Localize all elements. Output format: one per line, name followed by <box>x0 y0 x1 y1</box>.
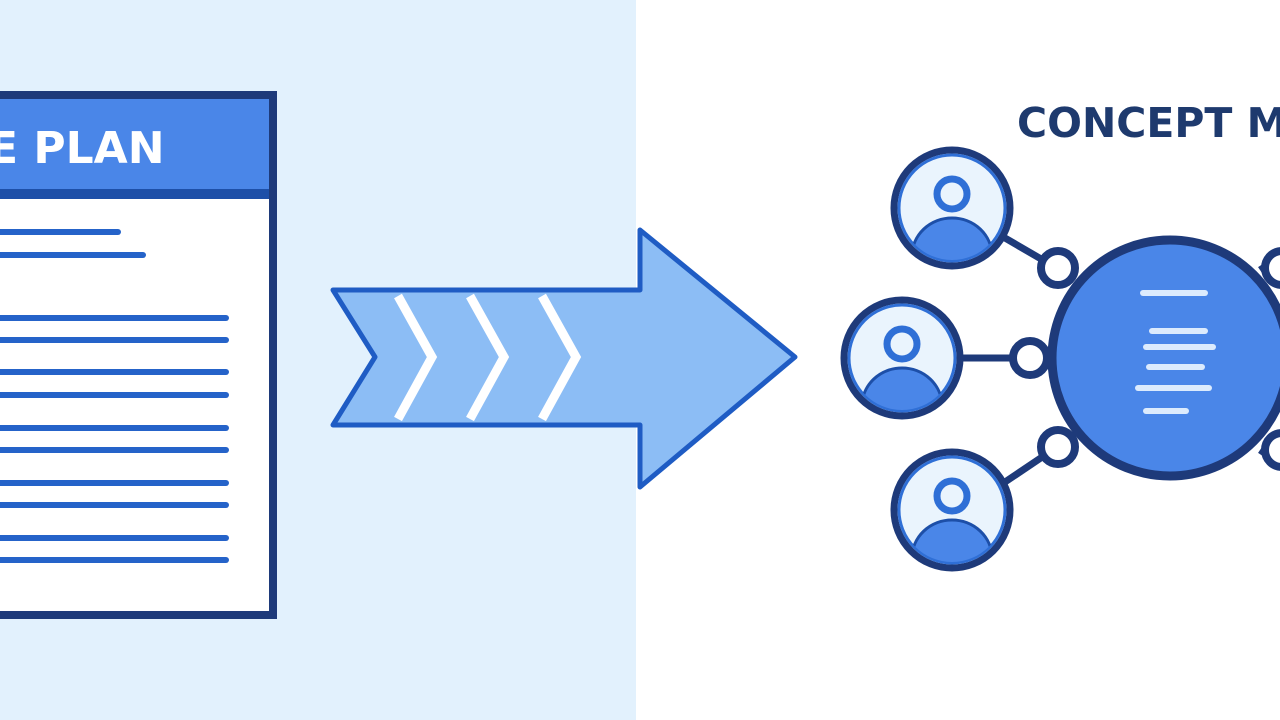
document-title: E PLAN <box>0 123 165 174</box>
connector-rings <box>1009 247 1280 471</box>
person-icon <box>840 296 964 420</box>
document-icon: E PLAN <box>0 91 277 619</box>
person-icon <box>890 146 1014 270</box>
chevron-1 <box>394 293 438 422</box>
chevron-2 <box>466 293 510 422</box>
chevron-3 <box>538 293 582 422</box>
hub-icon <box>1047 235 1280 481</box>
arrow-right-icon <box>330 227 798 490</box>
concept-map-title: CONCEPT M <box>1017 99 1280 147</box>
person-icon <box>890 448 1014 572</box>
